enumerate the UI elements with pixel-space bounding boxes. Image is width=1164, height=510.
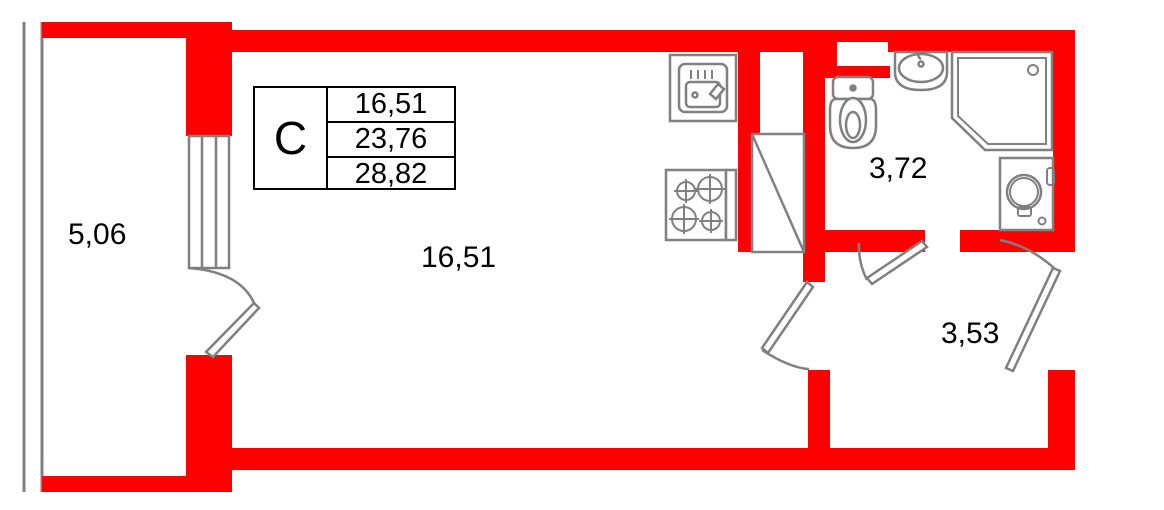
wall-balcony-bottom <box>42 476 232 492</box>
washing-machine-icon <box>998 156 1055 232</box>
total-area-value: 28,82 <box>354 158 428 190</box>
wall-bottom-main <box>226 448 850 470</box>
room-label-bathroom: 3,72 <box>869 152 928 185</box>
room-door-swing-icon <box>760 280 815 371</box>
wall-hall-left-lower <box>808 370 830 455</box>
wall-hall-right-lower <box>1048 370 1075 455</box>
wardrobe-icon <box>750 132 806 254</box>
wall-top-bath-recess-top <box>825 30 890 42</box>
room-label-balcony: 5,06 <box>68 218 127 251</box>
wall-top-main <box>226 30 668 52</box>
wall-top-kitchen <box>668 30 760 52</box>
wall-pillar-upper <box>186 22 232 136</box>
shower-icon <box>950 50 1054 152</box>
living-area-value: 16,51 <box>328 88 454 123</box>
sink-icon <box>668 53 738 123</box>
apartment-areas-cell: 16,51 23,76 28,82 <box>328 88 454 190</box>
apartment-info-box: C 16,51 23,76 28,82 <box>253 86 456 190</box>
balcony-door-swing-icon <box>188 266 261 359</box>
stove-icon <box>664 168 738 242</box>
wall-balcony-top <box>42 22 232 38</box>
wall-top-bath-right <box>888 30 1075 52</box>
bathroom-door-swing-icon <box>857 239 929 286</box>
balcony-glazing-icon <box>22 22 44 492</box>
room-label-hallway: 3,53 <box>941 317 1000 350</box>
wall-hall-door-jamb-top <box>803 252 825 282</box>
wall-closet-right <box>803 30 825 252</box>
room-label-living-room: 16,51 <box>421 241 497 274</box>
apartment-type-cell: C <box>255 88 328 188</box>
walls <box>42 22 1075 492</box>
wall-bath-bottom-right <box>960 230 1075 252</box>
wall-right-bath <box>1053 30 1075 235</box>
toilet-icon <box>828 75 878 150</box>
balcony-window-icon <box>187 134 231 270</box>
washbasin-icon <box>893 50 949 92</box>
usable-area-value: 23,76 <box>328 123 454 158</box>
wall-top-bath-recess-bottom <box>825 66 890 78</box>
wall-pillar-lower <box>186 355 232 492</box>
apartment-type-letter: C <box>273 112 308 164</box>
entrance-door-swing-icon <box>999 238 1062 373</box>
wall-bottom-hall <box>850 448 1075 470</box>
